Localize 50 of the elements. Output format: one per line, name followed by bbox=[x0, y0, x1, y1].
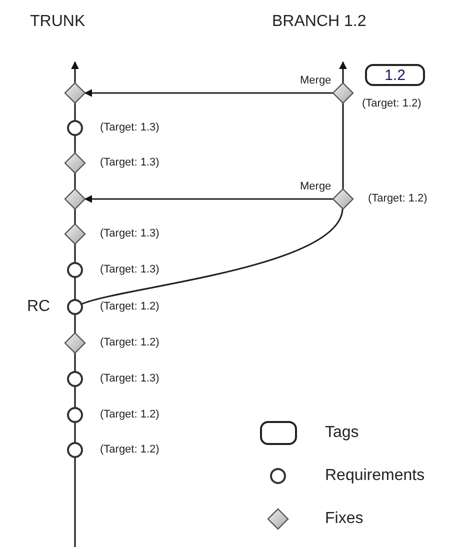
fix-diamond bbox=[64, 82, 86, 104]
target-note: (Target: 1.3) bbox=[100, 228, 160, 240]
connector-line bbox=[74, 353, 76, 372]
column-heading: TRUNK bbox=[30, 14, 86, 30]
edge-label: Merge bbox=[300, 182, 332, 192]
fix-diamond bbox=[332, 82, 354, 104]
target-note: (Target: 1.3) bbox=[100, 122, 160, 134]
requirement-circle bbox=[67, 120, 83, 136]
target-note: (Target: 1.3) bbox=[100, 374, 160, 384]
requirement-circle bbox=[67, 262, 83, 278]
fix-diamond bbox=[64, 332, 86, 354]
requirement-circle bbox=[67, 407, 83, 423]
target-note: (Target: 1.2) bbox=[100, 302, 160, 312]
connector-line bbox=[74, 135, 76, 153]
fix-diamond bbox=[64, 152, 86, 174]
target-note: (Target: 1.2) bbox=[100, 444, 160, 456]
requirement-circle bbox=[67, 299, 83, 315]
target-note: (Target: 1.3) bbox=[100, 264, 160, 276]
column-heading: BRANCH 1.2 bbox=[272, 14, 366, 30]
target-note: (Target: 1.2) bbox=[368, 194, 428, 204]
connector-line bbox=[74, 103, 76, 121]
legend-label: Fixes bbox=[325, 511, 364, 527]
connector-line bbox=[74, 277, 76, 300]
connector-line bbox=[74, 173, 76, 189]
tag-box: 1.2 bbox=[365, 64, 425, 86]
connector-line bbox=[342, 103, 344, 189]
legend-label: Requirements bbox=[325, 468, 425, 484]
arrow bbox=[84, 89, 333, 97]
node-label: RC bbox=[27, 299, 50, 315]
connector-line bbox=[74, 244, 76, 263]
connector-line bbox=[74, 209, 76, 224]
connector-line bbox=[74, 314, 76, 333]
connector-line bbox=[81, 208, 344, 305]
fix-diamond bbox=[64, 223, 86, 245]
requirement-circle bbox=[67, 371, 83, 387]
legend-label: Tags bbox=[325, 425, 359, 441]
connector-line bbox=[74, 386, 76, 408]
fix-diamond bbox=[64, 188, 86, 210]
arrow bbox=[339, 61, 347, 83]
fix-diamond bbox=[332, 188, 354, 210]
target-note: (Target: 1.2) bbox=[100, 338, 160, 348]
connector-line bbox=[74, 457, 76, 547]
target-note: (Target: 1.3) bbox=[100, 158, 160, 168]
target-note: (Target: 1.2) bbox=[362, 98, 422, 110]
arrow bbox=[84, 195, 333, 203]
connector-line bbox=[74, 422, 76, 443]
target-note: (Target: 1.2) bbox=[100, 410, 160, 420]
edge-label: Merge bbox=[300, 76, 332, 86]
requirement-circle bbox=[67, 442, 83, 458]
arrow bbox=[71, 61, 79, 83]
